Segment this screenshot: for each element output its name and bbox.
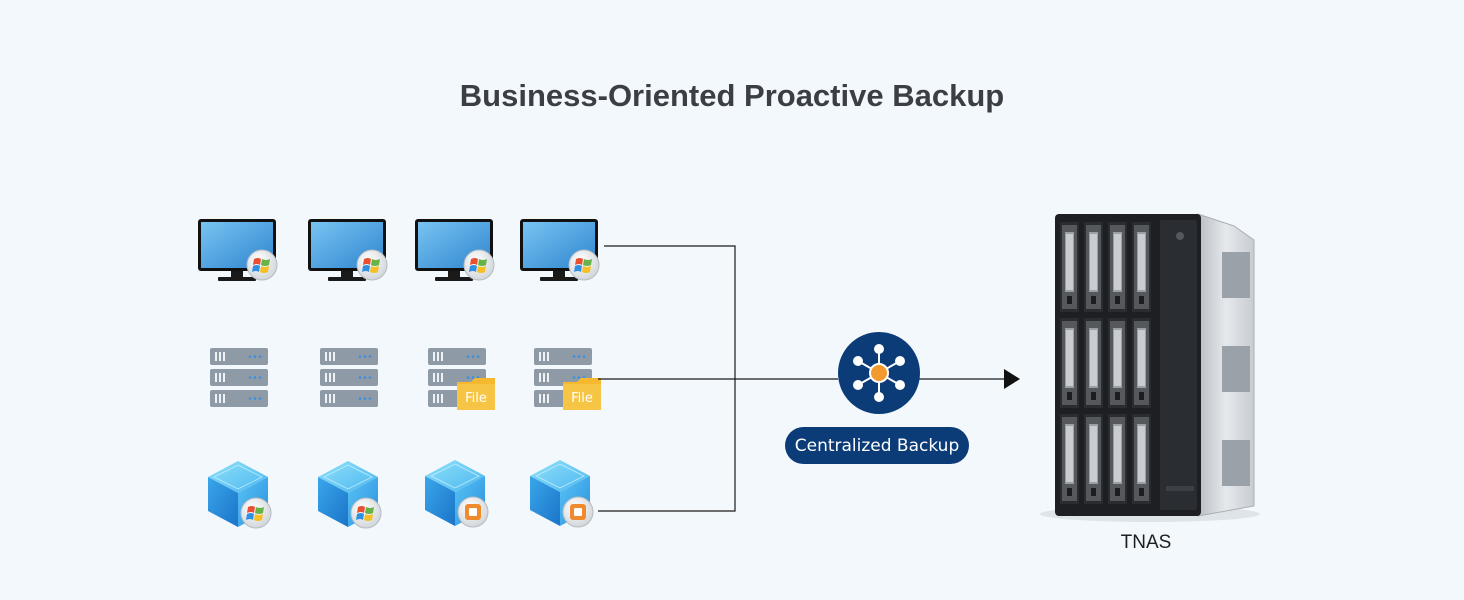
row-vms: [207, 459, 594, 529]
server-icon: [210, 348, 268, 407]
vmware-vm-icon: [529, 459, 594, 528]
windows-pc-icon: [520, 219, 600, 281]
file-folder-icon: File: [457, 378, 495, 410]
row-pcs: [198, 219, 600, 281]
row-servers: File File: [210, 348, 601, 410]
file-server-icon: File: [428, 348, 495, 410]
windows-pc-icon: [415, 219, 495, 281]
hub-icon: [838, 332, 920, 414]
hub-label: Centralized Backup: [795, 436, 960, 456]
server-icon: [320, 348, 378, 407]
nas-device: [1040, 213, 1260, 522]
centralized-backup-badge: Centralized Backup: [785, 427, 969, 464]
file-server-icon: File: [534, 348, 601, 410]
windows-vm-icon: [207, 460, 272, 529]
vmware-vm-icon: [424, 459, 489, 528]
file-folder-icon: File: [563, 378, 601, 410]
windows-pc-icon: [198, 219, 278, 281]
arrow-head-icon: [1004, 369, 1020, 389]
windows-vm-icon: [317, 460, 382, 529]
page-title: Business-Oriented Proactive Backup: [459, 78, 1005, 113]
nas-label: TNAS: [1121, 532, 1172, 553]
file-label: File: [465, 391, 487, 406]
file-label: File: [571, 391, 593, 406]
connector-lines: [598, 245, 1004, 512]
windows-pc-icon: [308, 219, 388, 281]
